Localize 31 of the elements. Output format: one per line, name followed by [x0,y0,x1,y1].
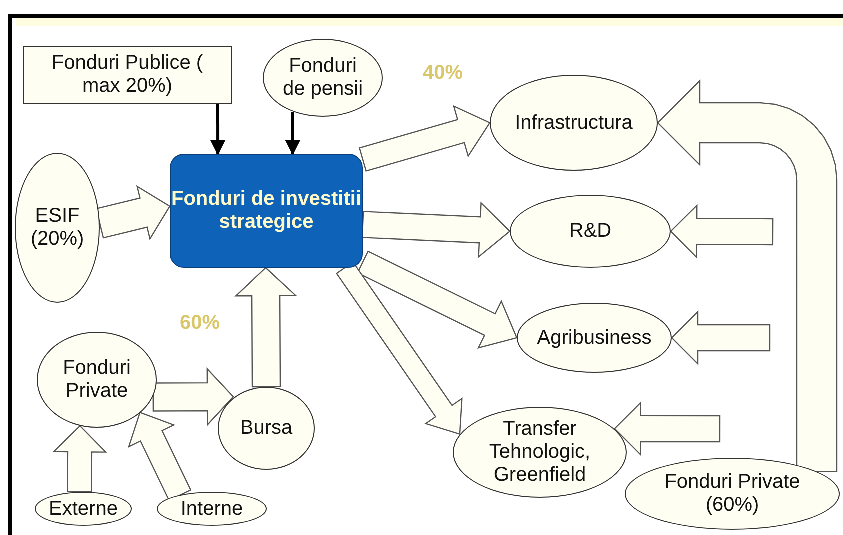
block-arrow [234,267,298,388]
source-box [23,46,232,104]
node-label: ESIF (20%) [30,205,86,251]
node-label: Fonduri de investitii strategice [171,188,362,234]
block-arrow [614,401,721,456]
process-box [170,154,363,268]
node-label: Agribusiness [537,326,652,350]
block-arrow [52,425,108,493]
node-label: Externe [49,498,118,520]
node-label: R&D [569,220,612,243]
block-arrow [358,105,491,172]
node-label: Transfer Tehnologic, Greenfield [488,418,592,487]
block-arrow [657,80,838,472]
node-label: Fonduri Publice ( max 20%) [50,52,204,98]
node-label: Interne [180,498,244,520]
node-label: Fonduri Private (60%) [664,471,802,517]
node-label: Bursa [240,417,293,440]
node-label: Fonduri de pensii [282,55,364,101]
arrow [285,112,300,156]
block-arrow [362,202,511,258]
percent-label: 60% [180,312,220,335]
node-label: Fonduri Private [62,357,132,403]
block-arrow [128,412,192,502]
percent-label: 40% [423,62,464,85]
block-arrow [152,368,234,427]
node-label: Infrastructura [515,112,633,134]
block-arrow [356,250,518,350]
block-arrow [96,185,171,241]
block-arrow [671,310,771,366]
arrow [210,104,226,156]
block-arrow [670,204,774,260]
